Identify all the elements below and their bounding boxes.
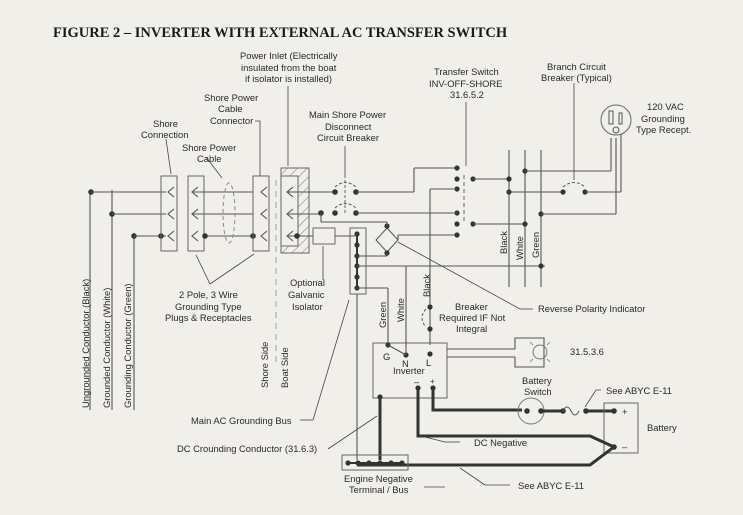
transfer-switch bbox=[429, 165, 525, 345]
inverter-green-lead-label: Green bbox=[377, 302, 388, 328]
inverter-white-lead-label: White bbox=[395, 298, 406, 322]
shore-connection-receptacle bbox=[160, 175, 178, 252]
svg-text:Optional: Optional bbox=[290, 277, 325, 288]
svg-text:Branch Circuit: Branch Circuit bbox=[547, 61, 606, 72]
battery-plus-label: + bbox=[622, 406, 628, 417]
plugs-receptacles-label: 2 Pole, 3 Wire Grounding Type Plugs & Re… bbox=[165, 289, 252, 323]
grounded-conductor-label: Grounded Conductor (White) bbox=[101, 288, 112, 408]
shore-cable-plug bbox=[187, 175, 256, 252]
reverse-polarity-indicator bbox=[375, 222, 457, 256]
battery-label: Battery bbox=[647, 422, 677, 433]
svg-text:Breaker: Breaker bbox=[455, 301, 488, 312]
engine-negative-label: Engine Negative Terminal / Bus bbox=[344, 473, 413, 495]
breaker-required-label: Breaker Required IF Not Integral bbox=[439, 301, 506, 334]
svg-text:insulated from the boat: insulated from the boat bbox=[241, 62, 337, 73]
inverter-l-label: L bbox=[426, 357, 431, 368]
main-shore-breaker-label: Main Shore Power Disconnect Circuit Brea… bbox=[309, 109, 386, 143]
indicator-lamp bbox=[514, 337, 551, 368]
svg-text:Disconnect: Disconnect bbox=[325, 121, 372, 132]
main-shore-breaker bbox=[318, 167, 457, 223]
svg-text:Type Recept.: Type Recept. bbox=[636, 124, 691, 135]
see-abyc-fuse-label: See ABYC E-11 bbox=[606, 385, 672, 396]
svg-text:Transfer Switch: Transfer Switch bbox=[434, 66, 499, 77]
shore-power-cable-connector-label: Shore Power Cable Connector bbox=[204, 92, 258, 126]
svg-text:Main Shore Power: Main Shore Power bbox=[309, 109, 386, 120]
svg-text:Breaker (Typical): Breaker (Typical) bbox=[541, 72, 612, 83]
ungrounded-conductor-label: Ungrounded Conductor (Black) bbox=[80, 279, 91, 408]
indicator-ref-label: 31.5.3.6 bbox=[570, 346, 604, 357]
svg-text:Grounding Type: Grounding Type bbox=[175, 301, 242, 312]
transfer-switch-label: Transfer Switch INV-OFF-SHORE 31.6.5.2 bbox=[429, 66, 502, 100]
svg-text:Shore Power: Shore Power bbox=[182, 142, 236, 153]
svg-text:Isolator: Isolator bbox=[292, 301, 323, 312]
leader-lines bbox=[165, 83, 601, 488]
svg-text:Galvanic: Galvanic bbox=[288, 289, 325, 300]
svg-text:2 Pole, 3 Wire: 2 Pole, 3 Wire bbox=[179, 289, 238, 300]
svg-text:Cable: Cable bbox=[218, 103, 243, 114]
svg-text:Circuit Breaker: Circuit Breaker bbox=[317, 132, 379, 143]
svg-text:Plugs & Receptacles: Plugs & Receptacles bbox=[165, 312, 252, 323]
dc-grounding-conductor-label: DC Crounding Conductor (31.6.3) bbox=[177, 443, 317, 454]
svg-text:31.6.5.2: 31.6.5.2 bbox=[450, 89, 484, 100]
main-ac-grounding-bus-label: Main AC Grounding Bus bbox=[191, 415, 292, 426]
svg-text:Switch: Switch bbox=[524, 386, 552, 397]
battery-switch-label: Battery Switch bbox=[522, 375, 552, 397]
galvanic-isolator-label: Optional Galvanic Isolator bbox=[288, 277, 325, 312]
shore-power-cable-label: Shore Power Cable bbox=[182, 142, 236, 164]
boat-side-label: Boat Side bbox=[279, 347, 290, 388]
svg-text:Power Inlet (Electrically: Power Inlet (Electrically bbox=[240, 50, 338, 61]
shore-cable-connector bbox=[252, 175, 270, 252]
bus-green-label: Green bbox=[530, 232, 541, 258]
power-inlet bbox=[280, 167, 336, 254]
main-ac-grounding-bus bbox=[349, 227, 545, 460]
svg-text:Grounding: Grounding bbox=[641, 113, 685, 124]
galvanic-isolator bbox=[312, 227, 355, 245]
svg-text:if isolator is installed): if isolator is installed) bbox=[245, 73, 332, 84]
inverter-black-lead-label: Black bbox=[421, 274, 432, 297]
shore-side-label: Shore Side bbox=[259, 342, 270, 388]
inverter-plus-label: + bbox=[430, 377, 435, 386]
power-inlet-label: Power Inlet (Electrically insulated from… bbox=[240, 50, 338, 84]
svg-text:Integral: Integral bbox=[456, 323, 487, 334]
svg-text:Connection: Connection bbox=[141, 129, 188, 140]
battery-minus-label: – bbox=[622, 441, 628, 452]
svg-text:Shore Power: Shore Power bbox=[204, 92, 258, 103]
figure-title: FIGURE 2 – INVERTER WITH EXTERNAL AC TRA… bbox=[53, 25, 508, 41]
see-abyc-engine-label: See ABYC E-11 bbox=[518, 480, 584, 491]
shore-connection-label: Shore Connection bbox=[141, 118, 188, 140]
branch-breaker-label: Branch Circuit Breaker (Typical) bbox=[541, 61, 612, 83]
svg-text:Cable: Cable bbox=[197, 153, 222, 164]
svg-text:Shore: Shore bbox=[153, 118, 178, 129]
svg-text:Terminal / Bus: Terminal / Bus bbox=[349, 484, 409, 495]
dc-negative-label: DC Negative bbox=[474, 437, 527, 448]
svg-text:INV-OFF-SHORE: INV-OFF-SHORE bbox=[429, 78, 502, 89]
svg-text:Battery: Battery bbox=[522, 375, 552, 386]
svg-text:Required IF Not: Required IF Not bbox=[439, 312, 506, 323]
svg-text:120 VAC: 120 VAC bbox=[647, 101, 684, 112]
bus-white-label: White bbox=[514, 236, 525, 260]
distribution-buses bbox=[506, 138, 617, 287]
svg-text:Connector: Connector bbox=[210, 115, 253, 126]
grounding-conductor-label: Grounding Conductor (Green) bbox=[122, 283, 133, 408]
inverter bbox=[372, 266, 515, 400]
receptacle-icon bbox=[600, 104, 632, 136]
receptacle-label: 120 VAC Grounding Type Recept. bbox=[636, 101, 691, 135]
inverter-g-label: G bbox=[383, 351, 390, 362]
dc-wiring bbox=[357, 388, 639, 467]
engine-negative-bus bbox=[341, 454, 409, 471]
inverter-label: Inverter bbox=[393, 365, 425, 376]
inverter-input-breaker bbox=[421, 304, 433, 332]
reverse-polarity-label: Reverse Polarity Indicator bbox=[538, 303, 645, 314]
inverter-minus-label: – bbox=[414, 376, 420, 387]
branch-circuit-breaker bbox=[560, 134, 622, 195]
svg-text:Engine Negative: Engine Negative bbox=[344, 473, 413, 484]
inverter-n-label: N bbox=[402, 358, 409, 369]
bus-black-label: Black bbox=[498, 231, 509, 254]
